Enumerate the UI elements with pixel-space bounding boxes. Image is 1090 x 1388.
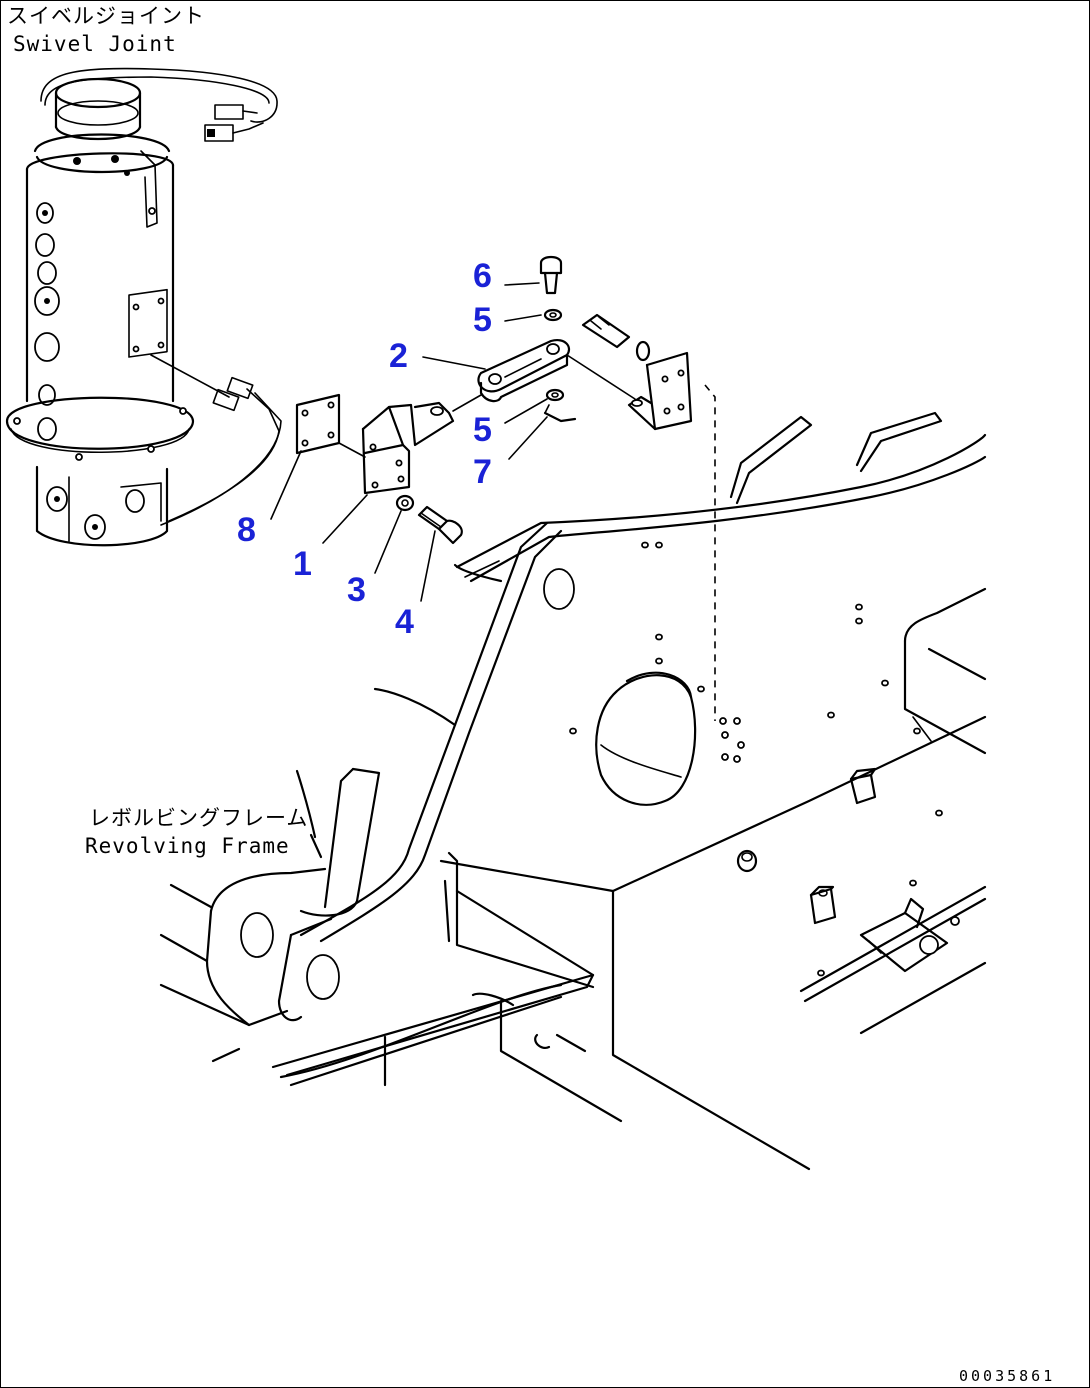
callout-1[interactable]: 1 bbox=[293, 545, 312, 583]
part-6-bolt bbox=[539, 255, 563, 295]
callout-8[interactable]: 8 bbox=[237, 511, 256, 549]
right-bracket-bolt bbox=[581, 313, 693, 431]
callouts: 6 5 2 5 7 8 1 3 4 bbox=[237, 257, 492, 641]
callout-3[interactable]: 3 bbox=[347, 571, 366, 609]
part-4-bolt bbox=[417, 505, 463, 545]
frame-holes bbox=[569, 541, 943, 977]
part-5-washer-lower bbox=[545, 388, 565, 402]
part-1-bracket bbox=[361, 401, 455, 495]
assembly-lines bbox=[338, 354, 716, 721]
drawing-code: 00035861 bbox=[959, 1367, 1055, 1385]
swivel-joint-label-en: Swivel Joint bbox=[13, 32, 177, 56]
part-8-plate bbox=[295, 393, 341, 455]
callout-5-upper[interactable]: 5 bbox=[473, 301, 492, 339]
part-2-link bbox=[477, 339, 571, 403]
swivel-joint bbox=[5, 67, 282, 547]
part-5-washer-upper bbox=[543, 308, 563, 322]
revolving-frame-label-en: Revolving Frame bbox=[85, 834, 290, 858]
swivel-joint-label-jp: スイベルジョイント bbox=[7, 4, 205, 28]
revolving-frame-label: レボルビングフレーム Revolving Frame bbox=[85, 806, 308, 858]
leader-lines bbox=[270, 282, 548, 602]
callout-5-lower[interactable]: 5 bbox=[473, 411, 492, 449]
callout-4[interactable]: 4 bbox=[395, 603, 414, 641]
revolving-frame bbox=[159, 411, 987, 1171]
callout-7[interactable]: 7 bbox=[473, 453, 492, 491]
callout-2[interactable]: 2 bbox=[389, 337, 408, 375]
callout-6[interactable]: 6 bbox=[473, 257, 492, 295]
swivel-joint-label: スイベルジョイント Swivel Joint bbox=[7, 4, 205, 56]
port-holes bbox=[34, 202, 60, 441]
part-7-pin bbox=[543, 404, 577, 423]
part-3-washer bbox=[395, 494, 415, 512]
revolving-frame-label-jp: レボルビングフレーム bbox=[89, 806, 308, 830]
